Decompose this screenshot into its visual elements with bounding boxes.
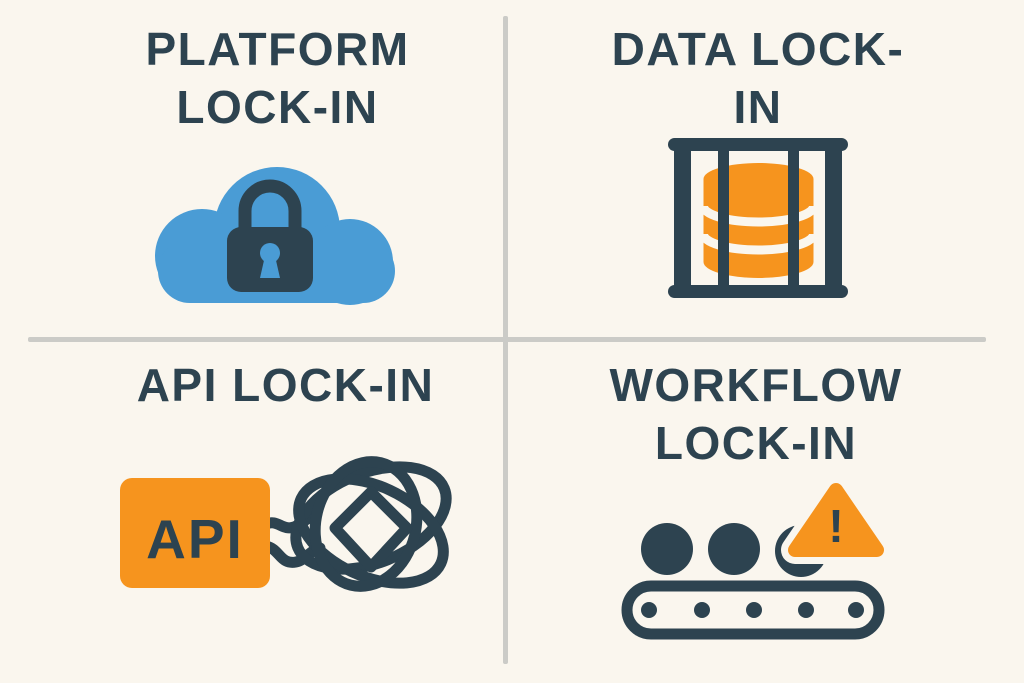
quadrant-content: PLATFORM LOCK-IN (145, 20, 409, 308)
keyhole-icon (260, 243, 281, 278)
quadrant-data-lock-in: DATA LOCK- IN (508, 0, 1024, 337)
horizontal-divider (28, 337, 986, 342)
quadrant-workflow-lock-in: WORKFLOW LOCK-IN ! (508, 342, 1024, 683)
quadrant-content: API LOCK-IN API (116, 356, 456, 606)
title-line: WORKFLOW (609, 359, 903, 411)
warning-triangle-icon: ! (781, 478, 891, 564)
api-tangle-icon: API (119, 456, 452, 592)
title-line: IN (733, 81, 783, 133)
api-box: API (119, 478, 270, 588)
api-box-label: API (146, 508, 244, 570)
title-line: DATA LOCK- (611, 23, 905, 75)
quadrant-title: WORKFLOW LOCK-IN (609, 356, 902, 472)
cage-inner-bars-icon (717, 144, 799, 292)
caged-database-icon (667, 138, 848, 298)
title-line: PLATFORM (145, 23, 410, 75)
quadrant-content: DATA LOCK- IN (612, 20, 905, 302)
conveyor-warning-icon: ! (621, 478, 891, 640)
quadrant-title: DATA LOCK- IN (612, 20, 905, 136)
quadrant-api-lock-in: API LOCK-IN API (0, 342, 503, 683)
database-icon (698, 163, 818, 278)
title-line: LOCK-IN (176, 81, 379, 133)
quadrant-title: PLATFORM LOCK-IN (145, 20, 409, 136)
cage-frame-icon (667, 138, 848, 298)
belt-roller-dots (641, 602, 864, 618)
tangled-knot-icon (260, 456, 452, 592)
padlock-icon (227, 179, 314, 292)
quadrant-content: WORKFLOW LOCK-IN ! (609, 356, 902, 643)
quadrant-title: API LOCK-IN (137, 356, 435, 414)
title-line: API LOCK-IN (136, 359, 435, 411)
exclamation-mark: ! (828, 500, 843, 552)
conveyor-belt-icon (621, 580, 885, 640)
cloud-padlock-icon (155, 167, 396, 305)
quadrant-platform-lock-in: PLATFORM LOCK-IN (0, 0, 503, 337)
title-line: LOCK-IN (654, 417, 858, 469)
cage-outer-bars-icon (673, 144, 842, 292)
